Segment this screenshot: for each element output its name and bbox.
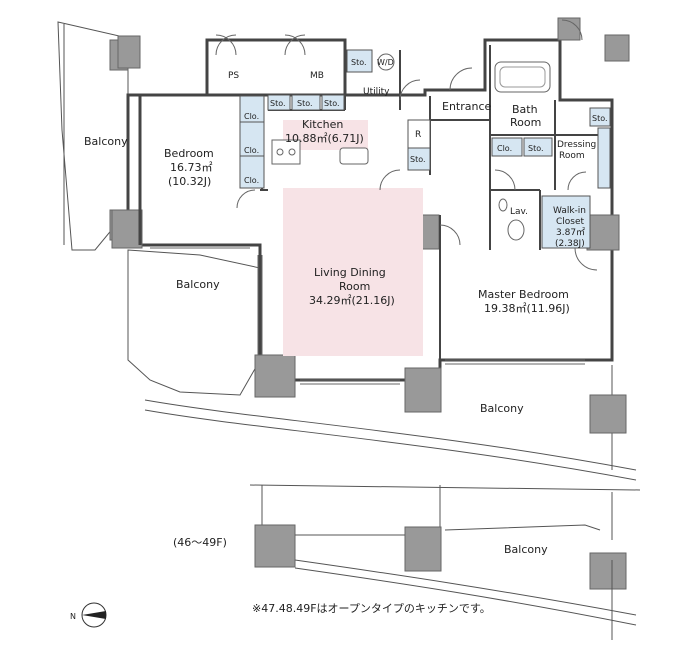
- fixtures: [271, 53, 551, 241]
- label-mb: MB: [310, 71, 324, 81]
- label-kitchen-area: 10.88㎡(6.71J): [285, 132, 364, 145]
- label-bedroom-jo: (10.32J): [168, 175, 211, 188]
- compass-icon: [81, 602, 107, 628]
- windows: [150, 247, 585, 385]
- label-bath-1: Bath: [512, 103, 538, 116]
- label-kitchen-name: Kitchen: [302, 118, 343, 131]
- label-sto-k2: Sto.: [297, 99, 313, 108]
- label-master-name: Master Bedroom: [478, 288, 569, 301]
- doors: [215, 19, 598, 271]
- label-clo-bath: Clo.: [497, 144, 512, 153]
- label-wic-area: 3.87㎡: [556, 227, 585, 238]
- label-ps: PS: [228, 71, 239, 81]
- label-living-1: Living Dining: [314, 266, 386, 279]
- label-wd: W/D: [377, 58, 394, 67]
- label-clo-1: Clo.: [244, 112, 259, 121]
- compass-north-label: N: [70, 612, 76, 621]
- label-wic-1: Walk-in: [553, 206, 586, 216]
- label-entrance: Entrance: [442, 100, 492, 113]
- lower-floor-plan: [249, 484, 641, 640]
- label-master-area: 19.38㎡(11.96J): [484, 302, 570, 315]
- label-sto-utility: Sto.: [351, 58, 367, 67]
- label-dressing-2: Room: [559, 151, 585, 161]
- label-dressing-1: Dressing: [557, 140, 596, 150]
- footnote: ※47.48.49Fはオープンタイプのキッチンです。: [252, 602, 491, 615]
- living-zone-highlight: [283, 188, 423, 356]
- label-living-2: Room: [339, 280, 370, 293]
- label-bath-2: Room: [510, 116, 541, 129]
- label-balcony-mid: Balcony: [176, 278, 220, 291]
- label-wic-jo: (2.38J): [555, 239, 585, 249]
- label-clo-2: Clo.: [244, 146, 259, 155]
- columns: [111, 17, 630, 434]
- label-clo-3: Clo.: [244, 176, 259, 185]
- label-fridge: R: [415, 130, 421, 140]
- label-sto-dressing: Sto.: [592, 114, 608, 123]
- balcony-outline: [127, 249, 637, 481]
- label-sto-k1: Sto.: [270, 99, 286, 108]
- label-balcony-bottom: Balcony: [480, 402, 524, 415]
- label-lav: Lav.: [510, 207, 528, 217]
- label-sto-bath: Sto.: [528, 144, 544, 153]
- storage-units: [239, 49, 611, 249]
- label-bedroom-name: Bedroom: [164, 147, 214, 160]
- label-bedroom-area: 16.73㎡: [170, 161, 213, 174]
- label-floor-note: (46～49F): [173, 536, 227, 549]
- label-balcony-left: Balcony: [84, 135, 128, 148]
- label-wic-2: Closet: [556, 217, 585, 227]
- label-living-area: 34.29㎡(21.16J): [309, 294, 395, 307]
- label-utility: Utility: [363, 87, 390, 97]
- label-balcony-lower-plan: Balcony: [504, 543, 548, 556]
- label-sto-kitchen: Sto.: [410, 155, 426, 164]
- label-sto-k3: Sto.: [324, 99, 340, 108]
